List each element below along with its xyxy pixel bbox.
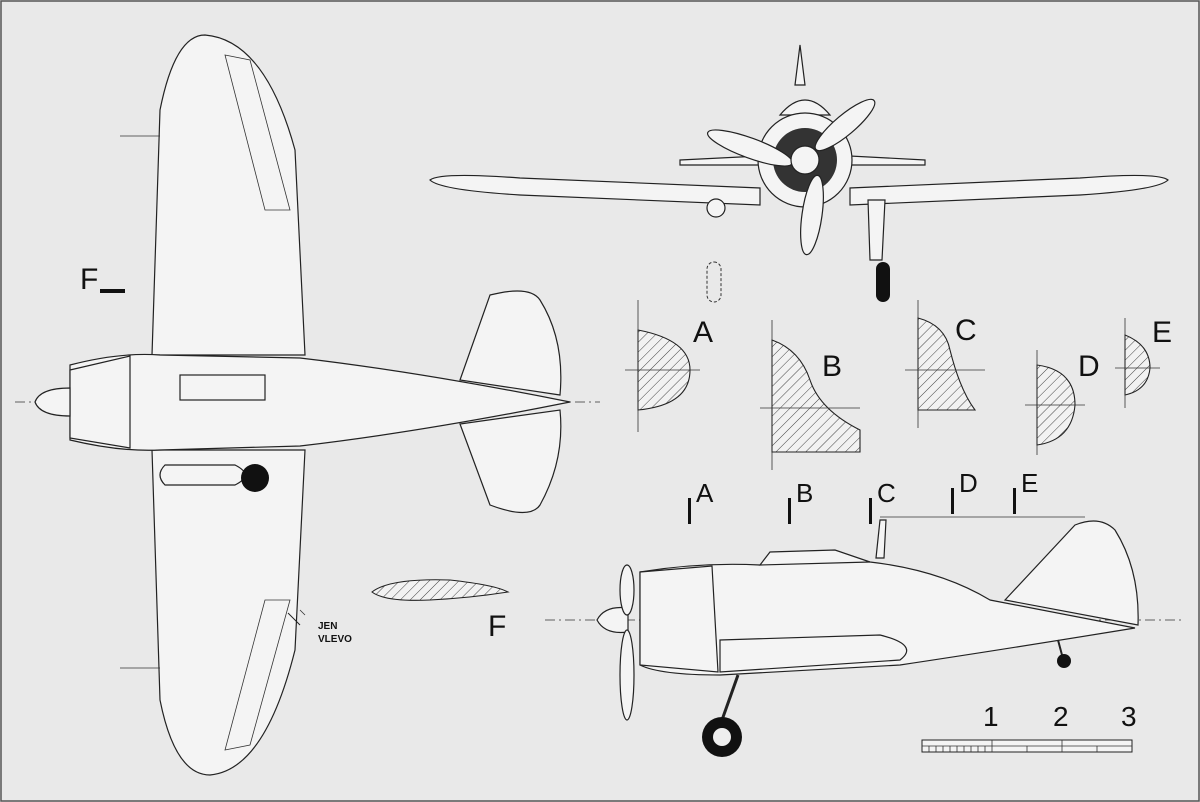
section-cut-b — [788, 498, 791, 524]
top-view-left-stabilizer — [459, 290, 562, 396]
top-view-spinner — [34, 387, 71, 417]
scale-tick-1: 1 — [983, 701, 999, 732]
section-cut-b-label: B — [796, 478, 814, 508]
section-d-label: D — [1078, 350, 1100, 383]
scale-bar — [921, 739, 1133, 753]
note-line-1: JEN — [318, 621, 338, 632]
top-view-left-wing — [151, 34, 306, 356]
side-view-canopy — [758, 549, 871, 566]
front-view-right-wing — [849, 174, 1169, 206]
section-cut-c-label: C — [877, 478, 896, 508]
section-c-label: C — [955, 314, 977, 347]
section-cut-a — [688, 498, 691, 524]
front-view-left-wing — [429, 174, 761, 206]
side-view — [545, 516, 1185, 757]
side-view-tail-fin — [1003, 520, 1139, 626]
front-view — [429, 44, 1169, 303]
section-b — [771, 339, 861, 453]
section-cut-d — [951, 488, 954, 514]
section-cut-c — [869, 498, 872, 524]
section-b-label: B — [822, 350, 843, 383]
section-f-marker-line — [100, 289, 125, 293]
side-view-spinner — [596, 606, 629, 634]
section-f-label: F — [488, 610, 507, 643]
section-cut-e-label: E — [1021, 468, 1039, 498]
section-e-label: E — [1152, 316, 1173, 349]
scale-tick-2: 2 — [1053, 701, 1069, 732]
top-view-right-stabilizer — [459, 409, 562, 514]
section-cut-e — [1013, 488, 1016, 514]
section-cut-d-label: D — [959, 468, 978, 498]
cross-sections — [371, 300, 1160, 601]
section-e — [1124, 334, 1151, 396]
scale-tick-3: 3 — [1121, 701, 1137, 732]
section-f-marker-label: F — [80, 263, 99, 296]
section-c — [917, 317, 977, 411]
section-a-label: A — [693, 316, 714, 349]
section-cut-a-label: A — [696, 478, 714, 508]
section-f-airfoil — [371, 579, 510, 601]
note-line-2: VLEVO — [318, 633, 352, 645]
top-view-right-wing — [151, 449, 306, 776]
note-left-only: JEN VLEVO — [318, 621, 352, 646]
top-view — [15, 34, 600, 776]
